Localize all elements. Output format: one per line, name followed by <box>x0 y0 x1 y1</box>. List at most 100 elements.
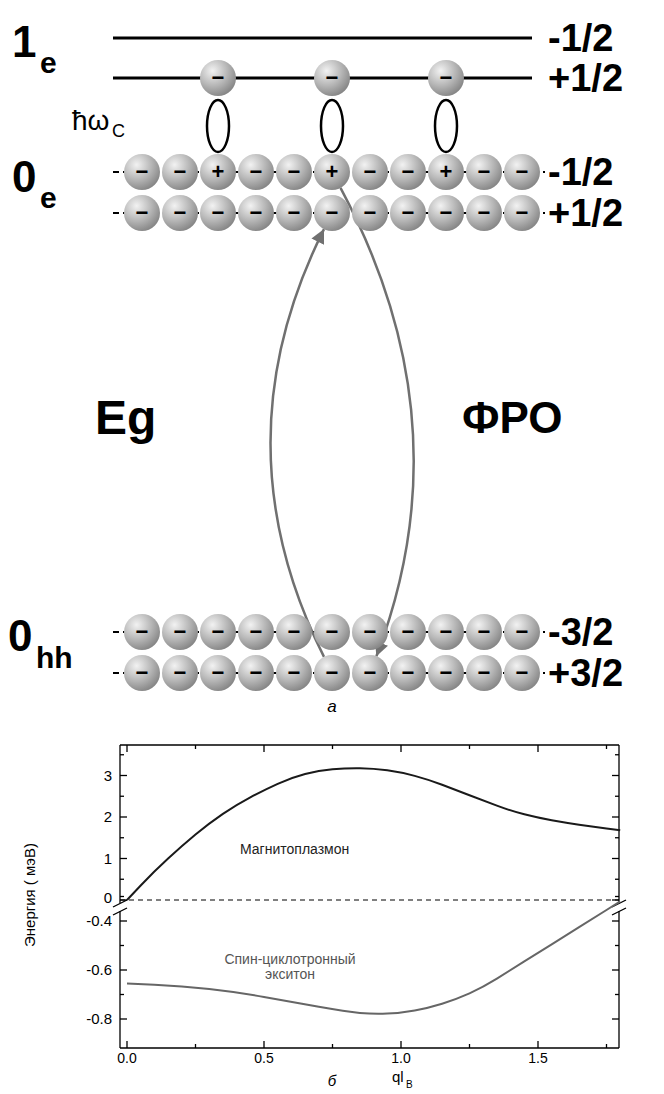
tick-mark <box>126 1041 127 1048</box>
level-line <box>113 37 532 40</box>
data-curve <box>127 768 620 900</box>
tick-mark <box>400 1041 401 1048</box>
level-name: 1 <box>12 18 36 66</box>
tick-mark <box>120 754 124 755</box>
charge-ball: − <box>504 154 540 190</box>
charge-sign: − <box>402 202 415 224</box>
charge-sign: − <box>212 621 225 643</box>
charge-sign: − <box>402 621 415 643</box>
tick-label: -0.6 <box>86 962 112 979</box>
charge-sign: − <box>440 202 453 224</box>
zero-line <box>120 900 619 901</box>
charge-sign: − <box>326 67 339 89</box>
charge-ball: − <box>238 655 274 691</box>
tick-mark <box>537 1041 538 1048</box>
tick-mark <box>615 879 619 880</box>
charge-sign: − <box>516 161 529 183</box>
charge-sign: − <box>250 161 263 183</box>
charge-sign: + <box>212 161 225 183</box>
energy-symbol: ħω <box>72 106 109 137</box>
charge-ball: − <box>162 195 198 231</box>
tick-mark <box>469 745 470 749</box>
charge-ball: − <box>352 195 388 231</box>
charge-sign: − <box>326 621 339 643</box>
charge-ball: − <box>466 154 502 190</box>
charge-ball: − <box>390 614 426 650</box>
panel-letter: б <box>328 1073 336 1090</box>
charge-sign: − <box>288 202 301 224</box>
charge-sign: − <box>288 621 301 643</box>
spin-label: -3/2 <box>548 612 613 654</box>
charge-sign: − <box>212 67 225 89</box>
tick-mark <box>120 775 127 776</box>
charge-sign: − <box>478 161 491 183</box>
transition-arrow <box>271 229 325 657</box>
charge-ball: − <box>162 614 198 650</box>
charge-sign: + <box>326 161 339 183</box>
tick-label: 1.5 <box>528 1051 547 1066</box>
spin-label: +3/2 <box>548 653 623 695</box>
tick-mark <box>120 969 127 970</box>
tick-label: 1 <box>104 850 112 867</box>
charge-sign: − <box>364 161 377 183</box>
chart-frame <box>119 911 120 1048</box>
tick-label: 1.0 <box>391 1051 410 1066</box>
charge-ball: − <box>162 154 198 190</box>
charge-sign: − <box>250 662 263 684</box>
charge-ball: − <box>466 614 502 650</box>
charge-sign: − <box>212 662 225 684</box>
curve-label: Магнитоплазмон <box>240 842 349 857</box>
charge-sign: − <box>174 161 187 183</box>
charge-sign: − <box>174 621 187 643</box>
charge-sign: − <box>516 662 529 684</box>
tick-mark <box>120 816 127 817</box>
tick-mark <box>612 858 619 859</box>
charge-ball: − <box>200 195 236 231</box>
charge-sign: − <box>174 202 187 224</box>
tick-label: -0.8 <box>86 1011 112 1028</box>
charge-sign: − <box>288 161 301 183</box>
tick-mark <box>332 745 333 749</box>
charge-sign: − <box>364 621 377 643</box>
tick-mark <box>120 899 127 900</box>
charge-ball: − <box>314 195 350 231</box>
axis-title: ql <box>392 1069 404 1086</box>
process-label: ФРО <box>462 394 563 442</box>
charge-ball: − <box>504 655 540 691</box>
charge-ball: − <box>124 154 160 190</box>
spin-label: +1/2 <box>548 193 623 235</box>
data-curve <box>127 901 620 1013</box>
exciton-loops <box>207 100 457 152</box>
level-subscript: e <box>40 181 57 214</box>
axis-break <box>612 908 626 915</box>
charge-ball: − <box>314 655 350 691</box>
gap-label: Eg <box>95 392 156 445</box>
axis-break <box>113 900 127 907</box>
tick-mark <box>615 896 619 897</box>
charge-sign: − <box>136 621 149 643</box>
tick-mark <box>612 816 619 817</box>
charge-ball: − <box>352 655 388 691</box>
transition-arrow <box>341 188 414 656</box>
charge-ball: − <box>466 655 502 691</box>
axis-subscript: B <box>406 1079 413 1090</box>
charge-ball: − <box>200 60 236 96</box>
tick-mark <box>612 969 619 970</box>
charge-sign: − <box>136 662 149 684</box>
tick-label: 0.0 <box>117 1051 136 1066</box>
charge-sign: + <box>440 161 453 183</box>
charge-sign: − <box>250 621 263 643</box>
tick-mark <box>120 879 124 880</box>
charge-sign: − <box>364 202 377 224</box>
tick-mark <box>612 899 619 900</box>
charge-ball: + <box>200 154 236 190</box>
charge-ball: − <box>390 154 426 190</box>
charge-ball: − <box>390 655 426 691</box>
charge-ball: − <box>124 614 160 650</box>
charge-sign: − <box>364 662 377 684</box>
tick-mark <box>195 745 196 749</box>
level-name: 0 <box>12 153 36 201</box>
charge-ball: − <box>390 195 426 231</box>
tick-mark <box>120 858 127 859</box>
